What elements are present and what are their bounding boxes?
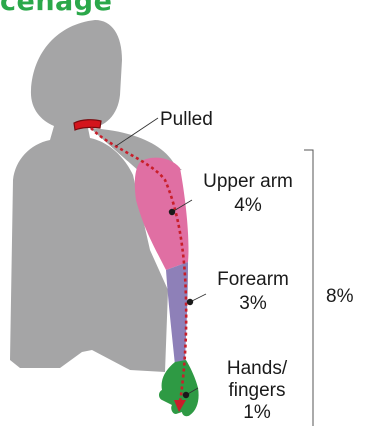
hands-value: 1% <box>212 402 302 424</box>
total-value: 8% <box>326 286 353 308</box>
upper-arm-name: Upper arm <box>198 170 298 194</box>
forearm-point <box>187 299 193 305</box>
forearm-label: Forearm 3% <box>208 268 298 316</box>
upper-arm-label: Upper arm 4% <box>198 170 298 218</box>
forearm-value: 3% <box>208 292 298 316</box>
forearm-name: Forearm <box>208 268 298 292</box>
hands-name-line1: Hands/ <box>212 358 302 380</box>
hands-name-line2: fingers <box>212 380 302 402</box>
pulled-label: Pulled <box>160 108 213 132</box>
hands-point <box>183 392 189 398</box>
hands-label: Hands/ fingers 1% <box>212 358 302 424</box>
total-bracket <box>304 150 313 426</box>
forearm-segment <box>166 262 188 365</box>
upper-arm-value: 4% <box>198 194 298 218</box>
upper-arm-point <box>169 209 175 215</box>
